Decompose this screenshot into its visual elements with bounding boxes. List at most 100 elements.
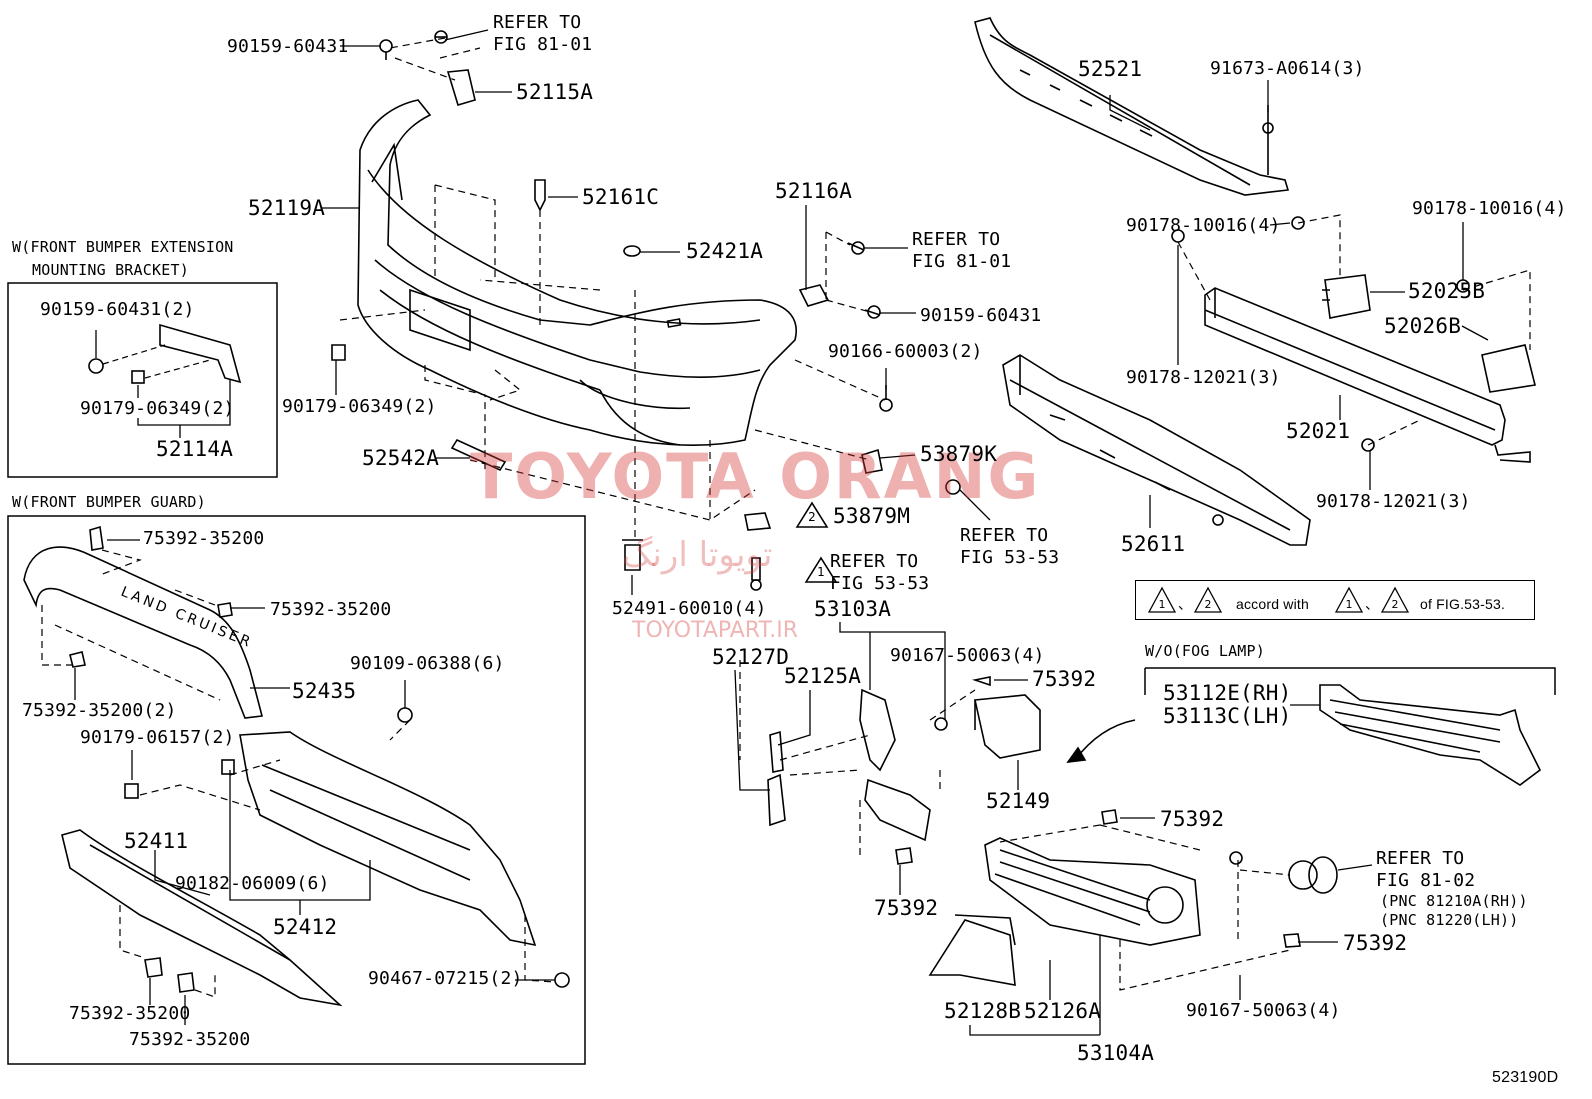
fog-grille-53112E — [1319, 684, 1542, 786]
bracket-inset-drawing — [88, 323, 242, 384]
note-sep-1: 、 — [1178, 596, 1193, 612]
note-box-triangle-numbers: 1 2 1 2 — [1159, 598, 1399, 611]
label-90467-07215: 90467-07215(2) — [368, 968, 523, 989]
label-refer-53-53-b-1: REFER TO — [830, 551, 919, 572]
label-52435: 52435 — [292, 679, 357, 703]
label-53112E: 53112E(RH) — [1163, 681, 1292, 705]
bumper-cover-drawing — [357, 99, 797, 446]
label-52491-60010: 52491-60010(4) — [612, 598, 767, 619]
label-90178-12021-b: 90178-12021(3) — [1316, 491, 1471, 512]
foglamp-title: W/O(FOG LAMP) — [1145, 642, 1265, 660]
label-52611: 52611 — [1121, 532, 1186, 556]
label-90167-50063-bot: 90167-50063(4) — [1186, 1000, 1341, 1021]
label-52115A: 52115A — [516, 80, 594, 104]
label-53879M: 53879M — [833, 504, 911, 528]
label-52411: 52411 — [124, 829, 189, 853]
label-90166-60003: 90166-60003(2) — [828, 341, 983, 362]
grille-leaders-dashed — [739, 660, 1291, 991]
label-90178-10016-a: 90178-10016(4) — [1126, 215, 1281, 236]
triangle-2-label: 2 — [808, 510, 816, 524]
svg-text:2: 2 — [1392, 598, 1399, 611]
label-52412: 52412 — [273, 915, 338, 939]
label-52125A: 52125A — [784, 664, 862, 688]
leader-lines-dashed — [339, 37, 886, 540]
reinforcement-52521 — [974, 17, 1290, 196]
bracket-inset-title-2: MOUNTING BRACKET) — [32, 261, 189, 279]
cover-52149 — [974, 694, 1041, 759]
diagram-id: 523190D — [1492, 1069, 1559, 1086]
label-90178-10016-b: 90178-10016(4) — [1412, 198, 1567, 219]
label-guard-75392-4: 75392-35200 — [69, 1003, 191, 1024]
label-52521: 52521 — [1078, 57, 1143, 81]
note-suffix: of FIG.53-53. — [1420, 596, 1506, 612]
label-75392-b: 75392 — [1160, 807, 1225, 831]
parts-52128B-52126A — [928, 914, 1016, 986]
label-90178-12021-a: 90178-12021(3) — [1126, 367, 1281, 388]
note-box-triangles — [1147, 586, 1410, 613]
svg-text:1: 1 — [1346, 598, 1353, 611]
label-refer-53-53-b-2: FIG 53-53 — [830, 573, 930, 594]
label-refer-81-01-a-1: REFER TO — [493, 12, 582, 33]
label-bracket-90159-60431: 90159-60431(2) — [40, 299, 195, 320]
label-52127D: 52127D — [712, 645, 790, 669]
triangle-1-label: 1 — [817, 565, 825, 579]
label-91673: 91673-A0614(3) — [1210, 58, 1365, 79]
label-53879K: 53879K — [920, 442, 998, 466]
label-90159-60431-top: 90159-60431 — [227, 36, 349, 57]
note-sep-2: 、 — [1365, 596, 1380, 612]
label-75392-a: 75392 — [1032, 667, 1097, 691]
watermark-farsi: تویوتا ارنگ — [622, 535, 773, 575]
guard-leaders-dashed — [41, 549, 556, 998]
label-90109-06388: 90109-06388(6) — [350, 653, 505, 674]
label-52119A: 52119A — [248, 196, 326, 220]
label-90182-06009: 90182-06009(6) — [175, 873, 330, 894]
label-90167-50063-top: 90167-50063(4) — [890, 645, 1045, 666]
label-refer-53-53-a-1: REFER TO — [960, 525, 1049, 546]
label-52114A: 52114A — [156, 437, 234, 461]
label-52025B: 52025B — [1408, 279, 1486, 303]
svg-text:2: 2 — [1205, 598, 1212, 611]
label-refer-81-02-1: REFER TO — [1376, 848, 1465, 869]
label-52542A: 52542A — [362, 446, 440, 470]
grille-53104A — [984, 837, 1201, 946]
label-refer-53-53-a-2: FIG 53-53 — [960, 547, 1060, 568]
label-53103A: 53103A — [814, 597, 892, 621]
label-52149: 52149 — [986, 789, 1051, 813]
leader-lines-solid — [74, 29, 1489, 1036]
label-guard-75392-2: 75392-35200 — [270, 599, 392, 620]
label-52128B: 52128B — [944, 999, 1022, 1023]
watermark-brand: TOYOTA ORANG — [470, 440, 1041, 513]
label-90179-06157: 90179-06157(2) — [80, 727, 235, 748]
inset-frames — [7, 282, 1556, 1065]
label-refer-81-02-2: FIG 81-02 — [1376, 870, 1476, 891]
label-90159-60431-mid: 90159-60431 — [920, 305, 1042, 326]
reinforcement-52021 — [1204, 287, 1531, 463]
note-triangles — [795, 501, 838, 583]
right-leaders-dashed — [1177, 214, 1531, 446]
label-pnc-lh: (PNC 81220(LH)) — [1380, 911, 1519, 929]
guard-inset-title: W(FRONT BUMPER GUARD) — [12, 493, 206, 511]
label-refer-81-01-b-2: FIG 81-01 — [912, 251, 1012, 272]
note-box — [1135, 580, 1535, 620]
svg-text:1: 1 — [1159, 598, 1166, 611]
guard-inset-drawing — [23, 525, 570, 1007]
label-bracket-90179-06349: 90179-06349(2) — [80, 398, 235, 419]
label-guard-75392-1: 75392-35200 — [143, 528, 265, 549]
note-accord: accord with — [1236, 596, 1310, 612]
watermark-site: TOYOTAPART.IR — [632, 618, 799, 643]
fog-arrow — [1066, 719, 1136, 764]
label-52021: 52021 — [1286, 419, 1351, 443]
label-90179-06349-main: 90179-06349(2) — [282, 396, 437, 417]
fog-lamp — [1288, 856, 1338, 894]
bracket-inset-title-1: W(FRONT BUMPER EXTENSION — [12, 238, 234, 256]
label-75392-c: 75392 — [874, 896, 939, 920]
label-53104A: 53104A — [1077, 1041, 1155, 1065]
label-refer-81-01-b-1: REFER TO — [912, 229, 1001, 250]
label-52421A: 52421A — [686, 239, 764, 263]
label-52116A: 52116A — [775, 179, 853, 203]
grille-fasteners — [767, 676, 1301, 948]
label-guard-75392-3: 75392-35200(2) — [22, 700, 177, 721]
fasteners-main — [331, 30, 961, 591]
brackets-52025-52026 — [1171, 216, 1536, 452]
